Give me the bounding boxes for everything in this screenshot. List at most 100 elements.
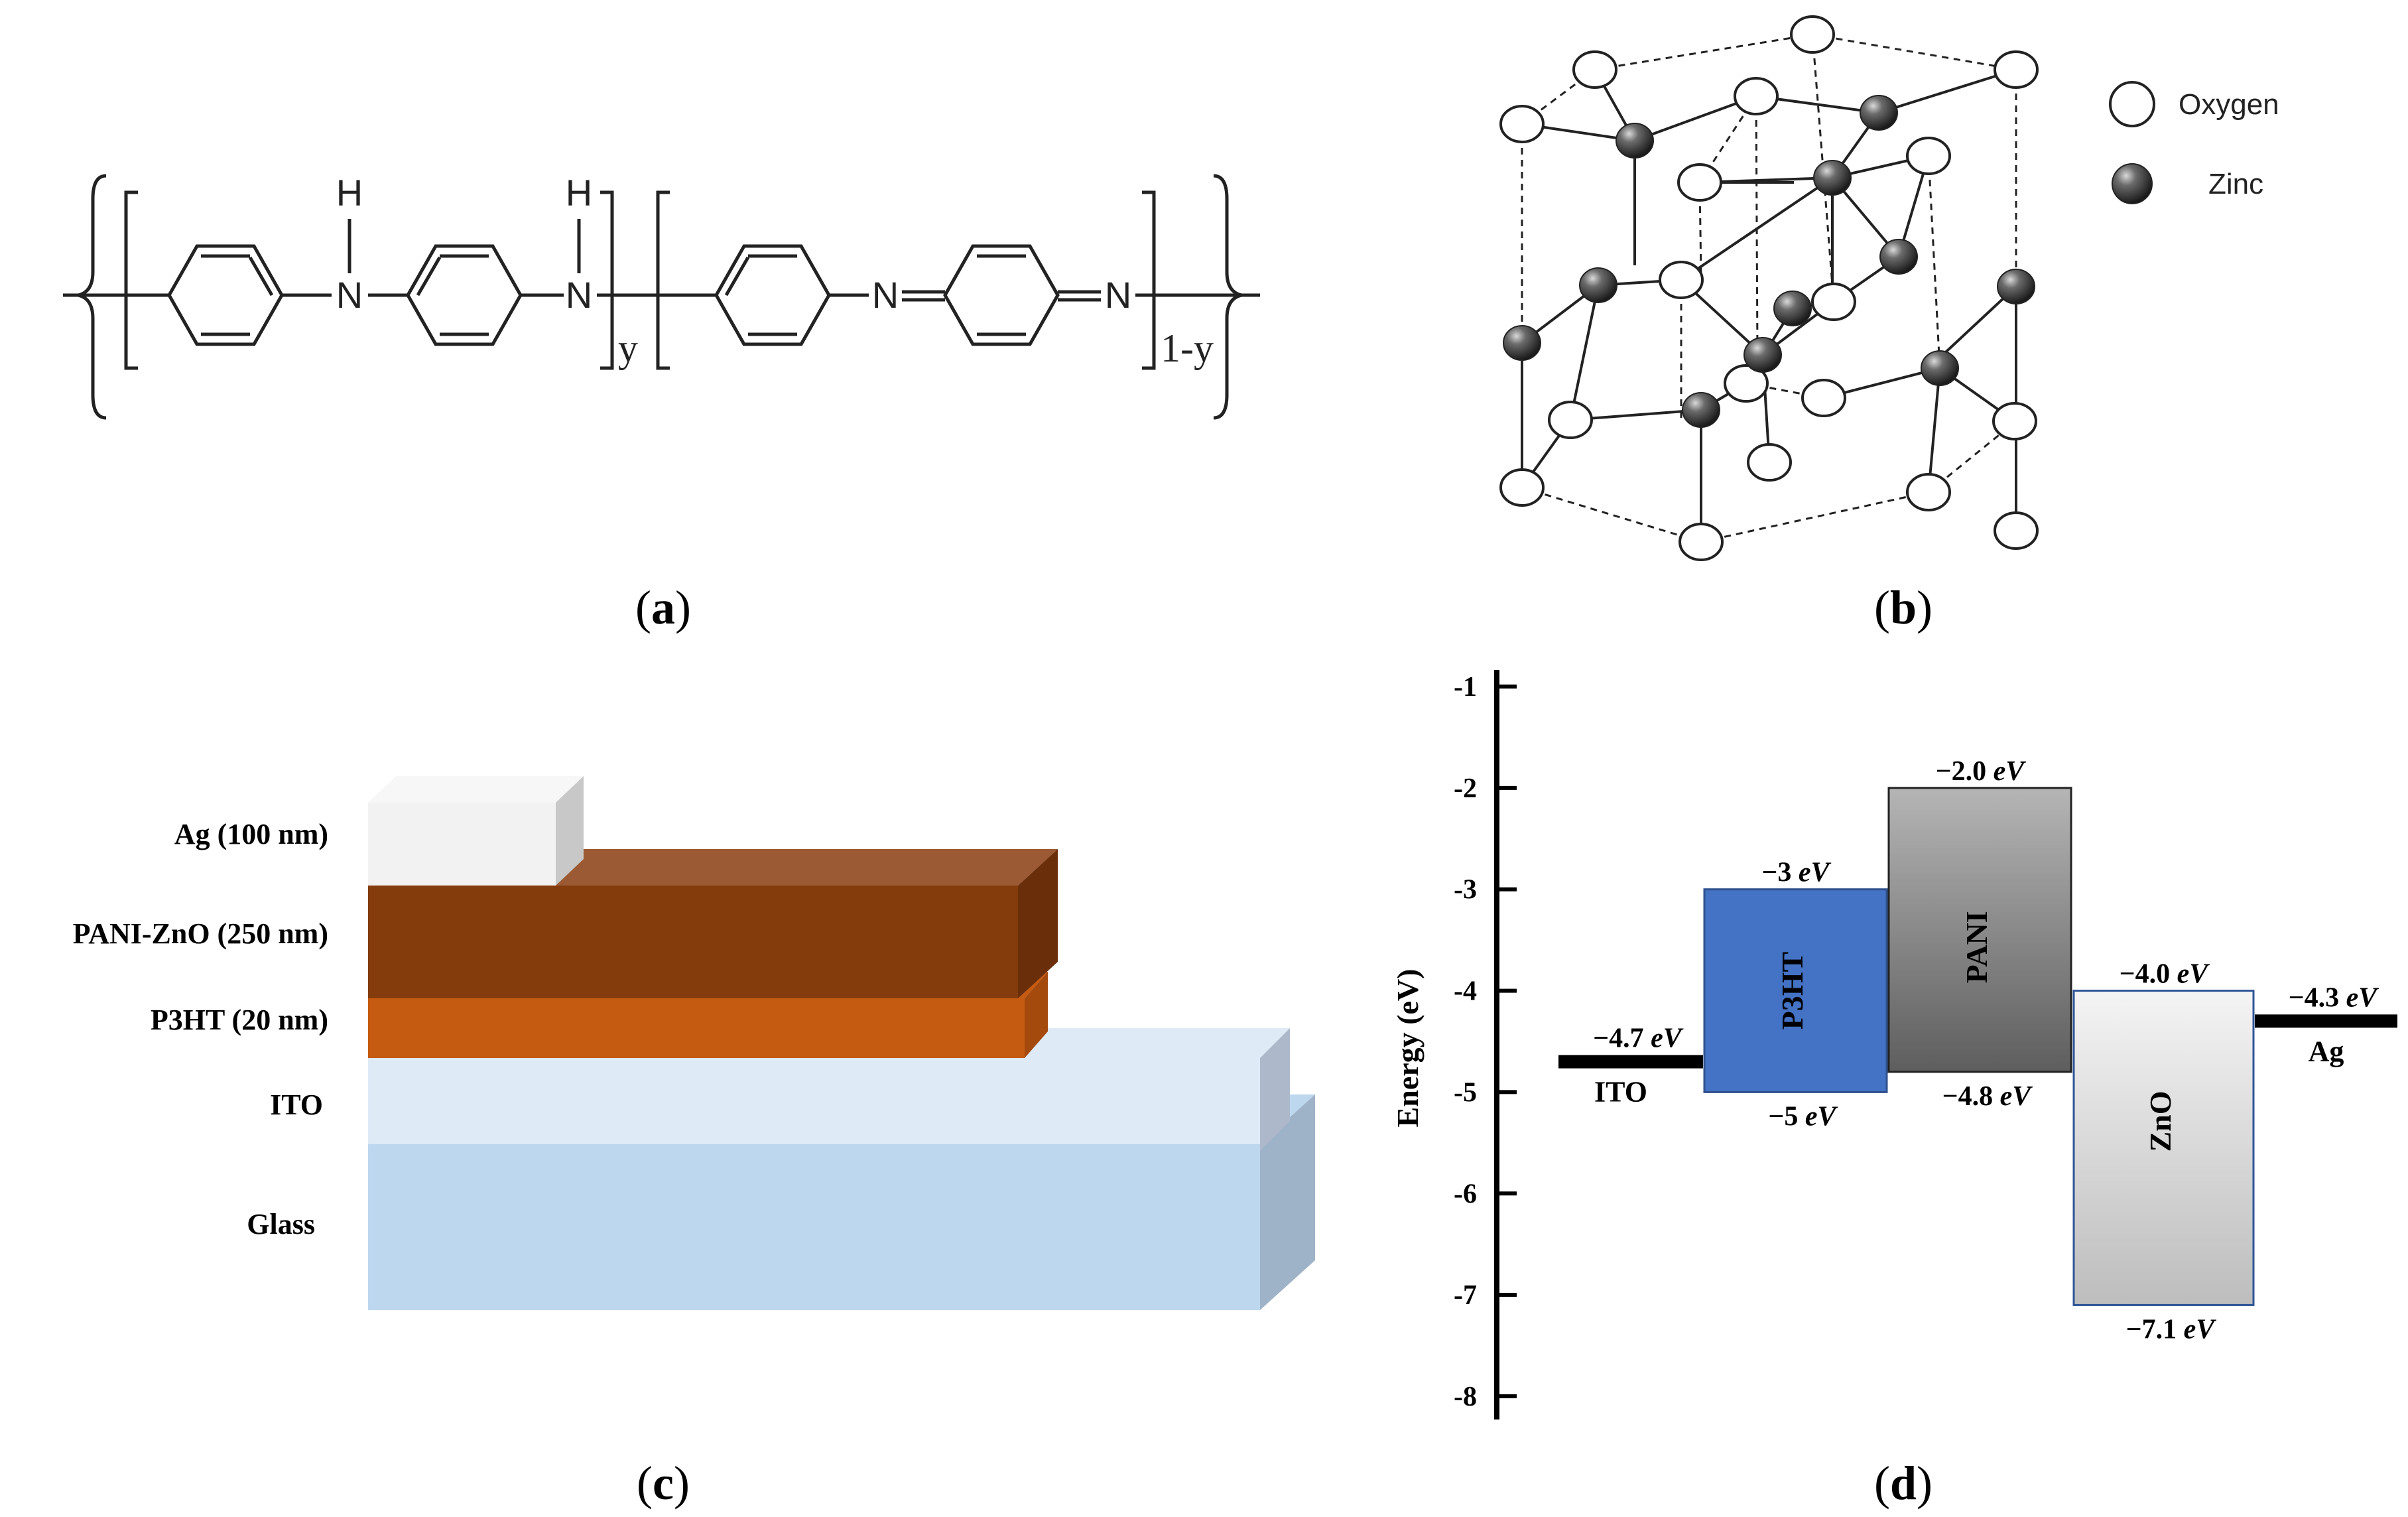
oxygen-atom [1994,50,2039,89]
lattice-edge [1570,409,1702,421]
oxygen-legend-marker [2109,81,2155,127]
zinc-atom [1503,325,1541,361]
y-tick-label: -2 [1454,773,1477,804]
oxygen-atom [1659,261,1704,299]
panel-c-device-stack: Ag (100 nm) PANI-ZnO (250 nm) P3HT (20 n… [73,776,1315,1310]
level-name-ag: Ag [2309,1035,2344,1067]
ito-layer-side [1260,1028,1290,1151]
oxygen-atom [1994,511,2039,550]
ito-layer [368,1058,1260,1144]
lattice-edge [1521,486,1702,543]
zinc-atom [1616,123,1654,159]
band-bottom-label-zno: −7.1 eV [2126,1314,2217,1345]
layer-label-glass: Glass [247,1208,315,1240]
oxygen-atom [1679,523,1724,561]
ag-layer-side [556,776,584,886]
lattice-bond [1878,68,2017,114]
zinc-atom [1743,337,1782,373]
oxygen-atom [1499,105,1545,143]
y-tick-label: -3 [1454,875,1477,905]
caption-a: (a) [635,581,691,634]
band-name-p3ht: P3HT [1775,952,1809,1030]
energy-axis-label: Energy (eV) [1391,969,1425,1128]
zinc-atom [1997,269,2035,304]
lattice-bond [1927,367,1941,493]
band-top-label-p3ht: −3 eV [1761,858,1831,888]
zinc-atom [1682,392,1720,428]
ag-layer [368,803,556,886]
subscript-y: y [618,326,638,370]
level-value-ito: −4.7 eV [1593,1023,1684,1054]
ag-layer-top [368,776,584,803]
subscript-1-y: 1-y [1161,326,1214,370]
p3ht-layer-side [1025,972,1048,1058]
atom-n-1: N [336,274,363,316]
band-bottom-label-pani: −4.8 eV [1942,1081,2033,1112]
lattice-bond [1569,285,1600,421]
bracket-2-right [1142,190,1156,370]
pani-zno-layer [368,886,1018,998]
legend-oxygen-label: Oxygen [2179,88,2279,121]
band-zno [2072,990,2255,1306]
y-tick-label: -8 [1454,1382,1477,1412]
lattice-edge [1755,96,1759,352]
caption-c: (c) [637,1457,690,1510]
panel-b-zno-wurtzite: Oxygen Zinc [1499,15,2279,561]
panel-d-energy-diagram: -1-2-3-4-5-6-7-8 Energy (eV) −4.7 eVITO−… [1391,670,2397,1419]
band-bottom-label-p3ht: −5 eV [1768,1101,1838,1132]
zinc-atom [1773,291,1812,326]
oxygen-atom [1499,468,1545,507]
oxygen-atom [1734,77,1779,115]
oxygen-atom [1677,163,1722,202]
atom-h-2: H [566,172,592,214]
p3ht-layer [368,998,1025,1058]
benzene-ring-2 [406,244,523,346]
level-name-ito: ITO [1594,1076,1647,1108]
lattice-edge [1812,33,2017,71]
legend-zinc-label: Zinc [2208,168,2263,200]
atom-n-3: N [872,274,899,316]
oxygen-atom [1572,50,1617,89]
oxygen-atom [1992,402,2037,440]
bracket-2-left [656,190,670,370]
atom-n-4: N [1105,274,1131,316]
bracket-1-left [124,190,138,370]
zinc-atom [1879,239,1918,275]
level-value-ag: −4.3 eV [2289,982,2379,1013]
y-tick-label: -1 [1454,672,1477,702]
band-top-label-zno: −4.0 eV [2120,959,2210,990]
band-p3ht [1703,888,1888,1093]
panel-a-polyaniline-structure [63,174,1260,420]
lattice-edge [1927,155,1941,369]
y-tick-label: -6 [1454,1179,1477,1209]
glass-layer-side [1260,1094,1315,1310]
quinoid-ring [943,244,1060,346]
zinc-atom [1860,95,1898,131]
layer-label-ag: Ag (100 nm) [174,818,328,850]
layer-label-pani-zno: PANI-ZnO (250 nm) [73,917,328,950]
layer-label-ito: ITO [270,1088,323,1121]
oxygen-atom [1724,364,1769,403]
zinc-atom [1921,350,1959,386]
oxygen-atom [1801,379,1846,417]
oxygen-atom [1906,473,1951,511]
layer-label-p3ht: P3HT (20 nm) [151,1004,328,1036]
benzene-ring-1 [167,244,284,346]
band-pani [1887,787,2072,1073]
bracket-1-right [600,190,614,370]
oxygen-atom [1548,401,1593,439]
y-tick-label: -5 [1454,1077,1477,1108]
band-name-pani: PANI [1960,911,1994,983]
y-tick-label: -7 [1454,1280,1477,1311]
pani-zno-layer-side [1018,849,1058,998]
atom-h-1: H [336,172,363,214]
oxygen-atom [1906,137,1951,175]
atom-n-2: N [566,274,592,316]
band-top-label-pani: −2.0 eV [1936,756,2027,787]
lattice-edge [1594,33,1813,71]
zinc-legend-marker [2112,163,2153,204]
zinc-atom [1813,160,1852,196]
benzene-ring-3 [714,244,831,346]
lattice-edge [1700,491,1929,543]
